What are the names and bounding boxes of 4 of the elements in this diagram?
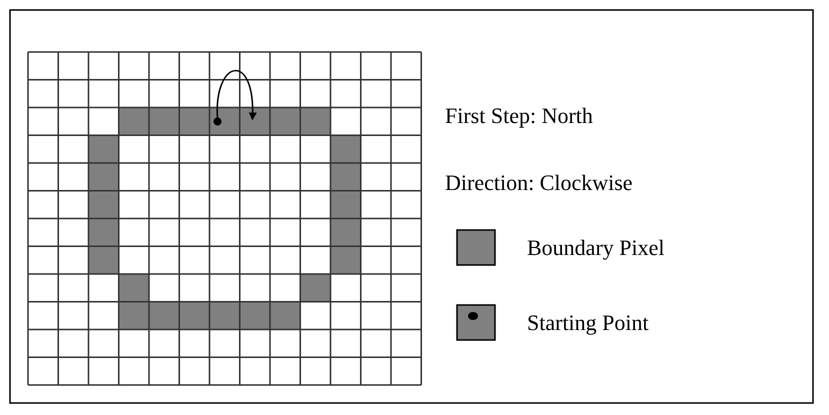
legend-label: Starting Point [527,312,649,334]
legend-label: Boundary Pixel [527,237,664,259]
note-text: Direction: Clockwise [445,172,633,194]
note-text: First Step: North [445,105,593,127]
